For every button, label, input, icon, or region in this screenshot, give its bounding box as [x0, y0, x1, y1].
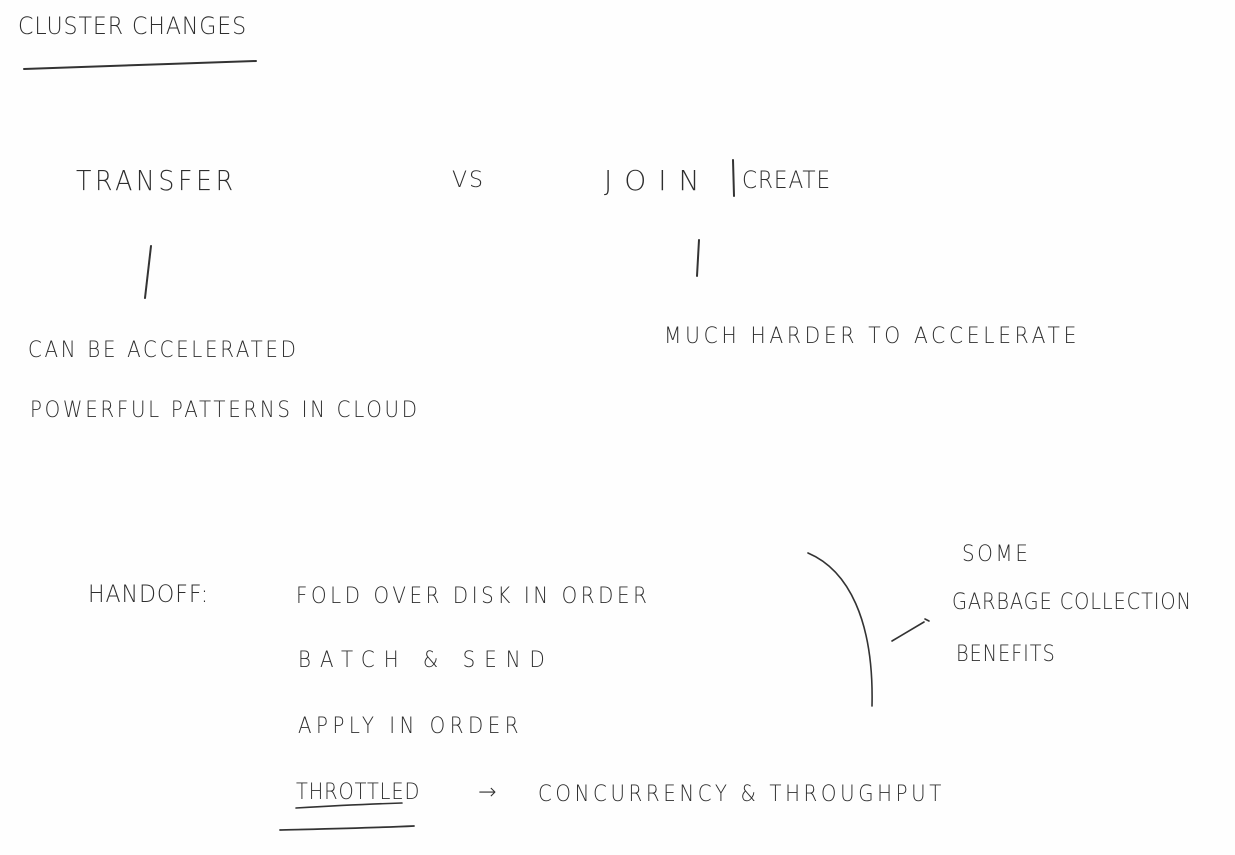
transfer-point-cloud: POWERFUL PATTERNS IN CLOUD [30, 398, 420, 423]
title-underline [23, 60, 257, 70]
transfer-heading: TRANSFER [76, 164, 237, 197]
side-note-line-2: GARBAGE COLLECTION [952, 590, 1192, 615]
arrow-icon: → [478, 780, 497, 805]
vs-label: VS [452, 168, 486, 193]
transfer-tick [144, 245, 152, 299]
join-point-harder: MUCH HARDER TO ACCELERATE [664, 324, 1081, 349]
side-note-line-3: BENEFITS [956, 642, 1056, 667]
brace-pointer [891, 621, 925, 642]
page-title: CLUSTER CHANGES [18, 12, 248, 40]
brace-curve [807, 552, 873, 707]
join-create-divider [732, 159, 735, 197]
throttled-note: CONCURRENCY & THROUGHPUT [538, 782, 945, 807]
join-heading: JOIN [604, 164, 712, 197]
handoff-step-apply: APPLY IN ORDER [298, 714, 524, 739]
handoff-step-throttled: THROTTLED [296, 780, 421, 805]
side-note-line-1: SOME [962, 542, 1031, 567]
handoff-step-batch: BATCH & SEND [298, 648, 554, 673]
transfer-point-accelerated: CAN BE ACCELERATED [28, 338, 299, 363]
throttled-underline-2 [279, 825, 415, 831]
create-heading: CREATE [742, 166, 832, 194]
handoff-label: HANDOFF: [88, 580, 210, 608]
join-tick [696, 239, 700, 277]
brace-pointer-tip [924, 618, 930, 622]
handoff-step-fold: FOLD OVER DISK IN ORDER [296, 584, 651, 609]
